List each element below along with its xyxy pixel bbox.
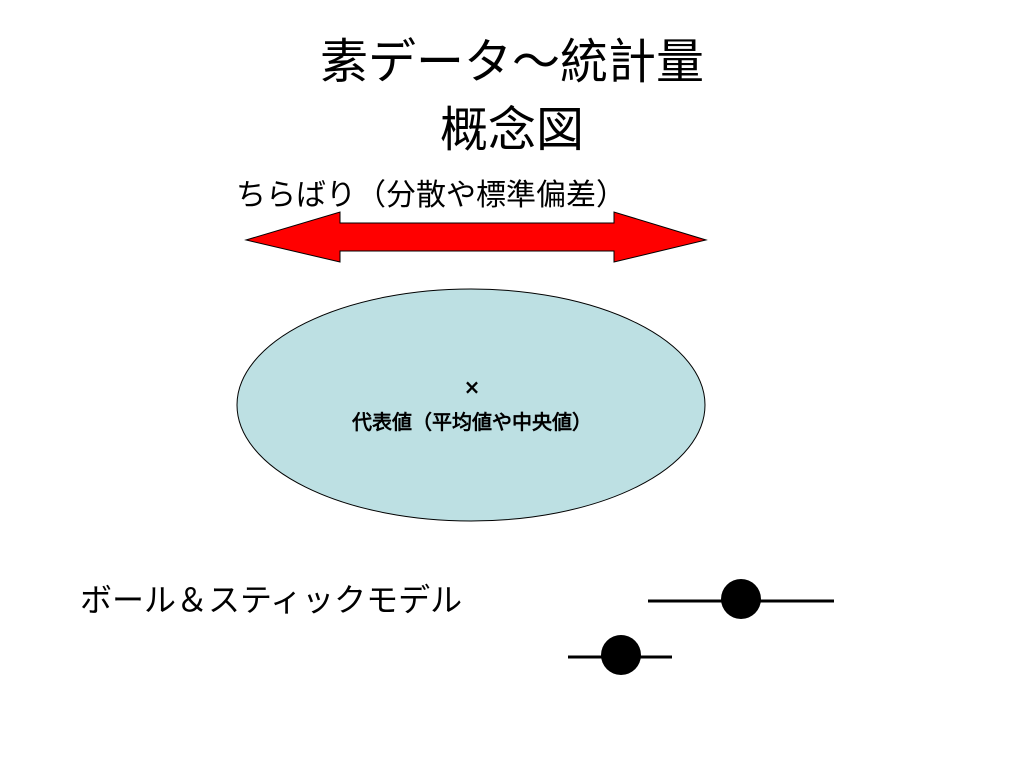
spread-double-arrow [244, 211, 708, 263]
center-label: 代表値（平均値や中央値） [352, 410, 592, 434]
spread-label: ちらばり（分散や標準偏差） [236, 178, 626, 213]
ball-stick-label: ボール＆スティックモデル [80, 581, 463, 619]
center-mark: × [463, 375, 481, 399]
ball-upper [721, 579, 761, 619]
data-distribution-ellipse [236, 288, 706, 522]
ball-lower [601, 635, 641, 675]
slide-title-line2: 概念図 [439, 102, 584, 158]
slide-title-line1: 素データ～統計量 [319, 34, 704, 90]
